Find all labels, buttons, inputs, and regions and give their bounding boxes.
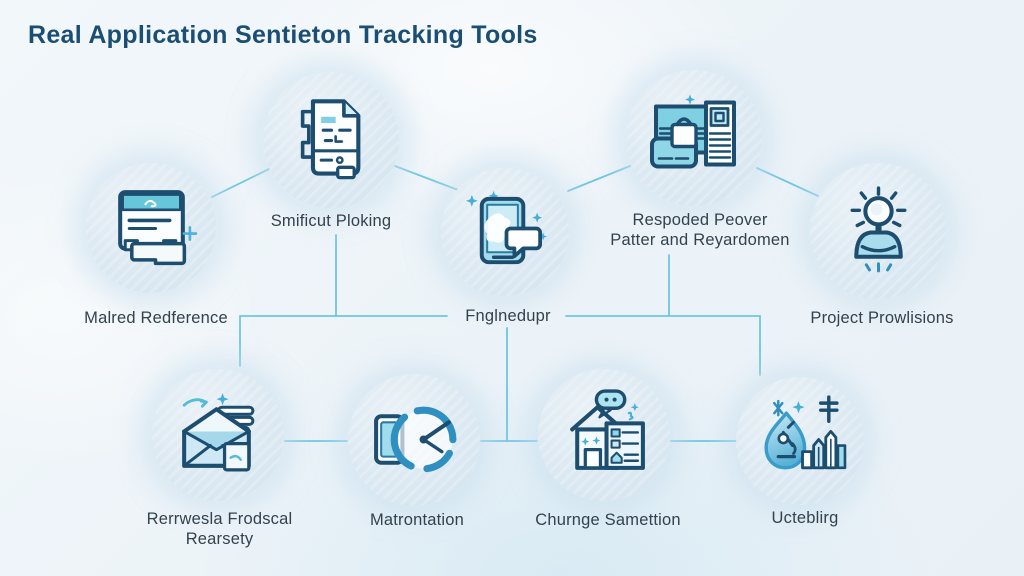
- browser-window-icon: [650, 94, 736, 169]
- browser-card-icon: [118, 190, 198, 266]
- label-reference-card: Malred Redference: [46, 308, 266, 328]
- page-title: Real Application Sentieton Tracking Tool…: [28, 21, 538, 49]
- label-gauge: Matrontation: [322, 510, 512, 530]
- node-browser-window: [626, 70, 762, 206]
- person-idea-icon: [850, 186, 907, 273]
- label-browser-window: Respoded Peover Patter and Reyardomen: [575, 210, 825, 250]
- label-text: Matrontation: [369, 511, 465, 529]
- house-checklist-icon: [570, 389, 645, 470]
- node-reference-card: [86, 163, 216, 293]
- label-text: Malred Redference: [84, 309, 228, 327]
- label-text: Respoded Peover: [632, 211, 768, 229]
- label-text: Rearsety: [185, 530, 254, 548]
- node-gauge: [348, 374, 480, 506]
- envelope-icon: [182, 393, 255, 472]
- node-house-checklist: [538, 369, 670, 501]
- gauge-icon: [374, 406, 457, 473]
- node-envelope-report: [152, 369, 284, 501]
- label-mobile-chat: Fnglnedupr: [438, 306, 578, 326]
- node-drop-chart: [736, 377, 864, 505]
- label-text: Project Prowlisions: [810, 309, 954, 327]
- node-document: [263, 72, 399, 208]
- label-drop-chart: Ucteblirg: [715, 508, 895, 528]
- label-text: Ucteblirg: [771, 509, 839, 527]
- label-text: Fnglnedupr: [465, 307, 551, 325]
- node-mobile-chat: [441, 168, 569, 296]
- node-person-idea: [810, 163, 946, 299]
- label-document: Smificut Ploking: [236, 211, 426, 231]
- label-house-checklist: Churnge Samettion: [498, 510, 718, 530]
- document-icon: [300, 99, 361, 180]
- label-envelope-report: Rerrwesla Frodscal Rearsety: [112, 509, 327, 549]
- label-text: Churnge Samettion: [535, 511, 681, 529]
- label-text: Rerrwesla Frodscal: [146, 510, 293, 528]
- label-text: Patter and Reyardomen: [610, 231, 790, 249]
- label-text: Smificut Ploking: [270, 212, 392, 230]
- drop-chart-icon: [764, 395, 847, 470]
- phone-chat-icon: [465, 190, 548, 265]
- label-person-idea: Project Prowlisions: [772, 308, 992, 328]
